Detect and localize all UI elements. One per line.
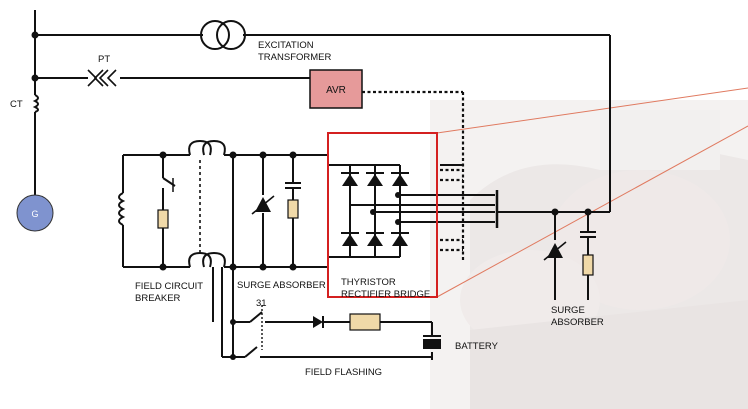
field-circuit bbox=[118, 154, 190, 268]
label-excitation-1: EXCITATION bbox=[258, 40, 314, 51]
avr-box: AVR bbox=[309, 69, 363, 109]
label-field-breaker-2: BREAKER bbox=[135, 293, 181, 304]
label-surge-absorber-mid: SURGE ABSORBER bbox=[237, 280, 326, 291]
label-surge-right-2: ABSORBER bbox=[551, 317, 604, 328]
label-thyristor-1: THYRISTOR bbox=[341, 277, 396, 288]
thyristor-bars bbox=[341, 172, 409, 234]
background-photo bbox=[430, 100, 748, 409]
excitation-transformer-icon bbox=[200, 20, 246, 50]
label-battery: BATTERY bbox=[455, 341, 499, 352]
generator: G bbox=[16, 194, 54, 232]
label-excitation-2: TRANSFORMER bbox=[258, 52, 332, 63]
avr-label: AVR bbox=[326, 85, 346, 96]
label-field-flashing: FIELD FLASHING bbox=[305, 367, 382, 378]
surge-right-resistor bbox=[582, 254, 594, 276]
label-contact-31: 31 bbox=[256, 298, 267, 309]
label-surge-right-1: SURGE bbox=[551, 305, 585, 316]
avr-control-lines bbox=[362, 90, 465, 262]
surge-resistor bbox=[287, 199, 299, 219]
field-breaker-contacts bbox=[188, 139, 328, 268]
ct-coil bbox=[32, 94, 39, 113]
label-field-breaker-1: FIELD CIRCUIT bbox=[135, 281, 203, 292]
pointer-line-top bbox=[436, 87, 748, 134]
surge-absorber-mid bbox=[232, 155, 301, 357]
label-pt: PT bbox=[98, 54, 110, 65]
generator-label: G bbox=[31, 209, 38, 219]
field-discharge-resistor bbox=[157, 209, 169, 229]
field-flashing-circuit bbox=[212, 267, 433, 360]
label-thyristor-2: RECTIFIER BRIDGE bbox=[341, 289, 430, 300]
field-winding-coil bbox=[118, 192, 126, 226]
label-ct: CT bbox=[10, 99, 23, 110]
thyristor-icons bbox=[342, 174, 408, 246]
thyristor-highlight-box bbox=[327, 132, 438, 298]
battery-icon bbox=[423, 339, 441, 349]
flashing-resistor bbox=[349, 313, 381, 331]
diode-icon bbox=[313, 316, 323, 328]
